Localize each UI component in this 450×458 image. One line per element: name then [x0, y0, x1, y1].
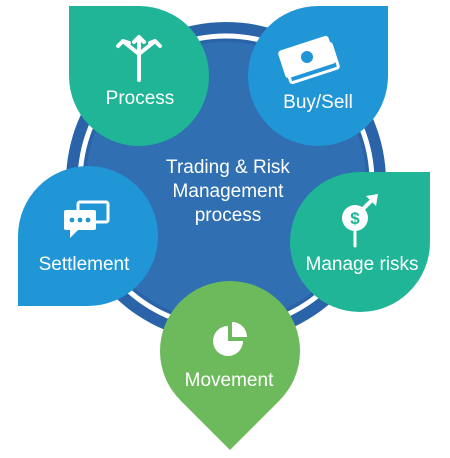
banknotes-icon: [278, 35, 340, 85]
pie-chart-icon: [213, 322, 247, 356]
manage-risks-pin-shape: [290, 172, 430, 312]
center-title-line3: process: [195, 205, 262, 226]
split-arrows-icon: [116, 35, 162, 82]
step-process: Process: [69, 6, 209, 146]
process-label: Process: [106, 88, 175, 109]
buy-sell-pin-shape: [248, 6, 388, 146]
settlement-pin-shape: [18, 166, 158, 306]
movement-label: Movement: [185, 370, 274, 391]
step-movement: Movement: [160, 281, 300, 450]
chat-bubbles-icon: [64, 200, 110, 238]
dollar-growth-icon: $: [342, 194, 378, 248]
settlement-label: Settlement: [39, 254, 131, 275]
svg-text:$: $: [350, 209, 360, 228]
movement-pin-shape: [160, 281, 300, 450]
step-buy-sell: Buy/Sell: [248, 6, 388, 146]
buy-sell-label: Buy/Sell: [283, 92, 353, 113]
center-title-line2: Management: [173, 181, 285, 202]
step-manage-risks: $ Manage risks: [290, 172, 430, 312]
center-title-line1: Trading & Risk: [166, 157, 290, 178]
manage-risks-label: Manage risks: [306, 254, 419, 275]
step-settlement: Settlement: [18, 166, 158, 306]
